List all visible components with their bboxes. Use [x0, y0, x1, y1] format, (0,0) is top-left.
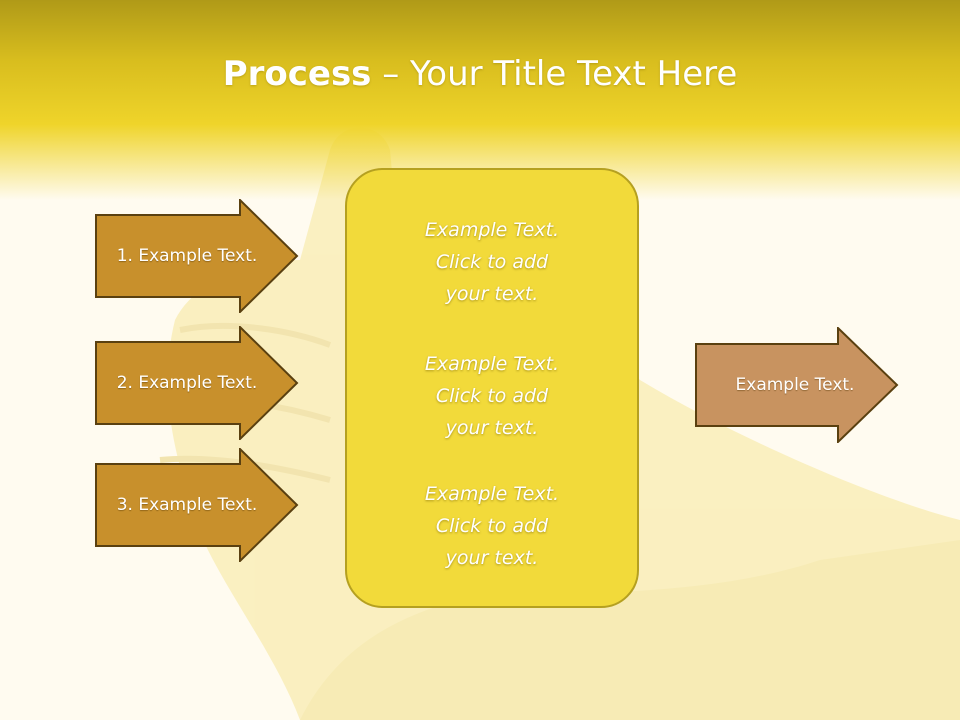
left-arrow-label: 2. Example Text.	[116, 373, 258, 393]
block-line: Example Text.	[424, 353, 560, 375]
title-bold: Process	[222, 54, 372, 94]
block-line: your text.	[445, 417, 539, 439]
block-line: Click to add	[435, 385, 549, 407]
left-arrow-3[interactable]: 3. Example Text.	[95, 448, 299, 562]
block-line: Click to add	[435, 515, 549, 537]
block-line: Example Text.	[424, 219, 560, 241]
left-arrow-2[interactable]: 2. Example Text.	[95, 326, 299, 440]
left-arrow-label: 3. Example Text.	[116, 495, 258, 515]
title-rest: – Your Title Text Here	[371, 54, 738, 94]
header-band	[0, 0, 960, 200]
center-text-block-3[interactable]: Example Text. Click to add your text.	[347, 478, 637, 574]
block-line: your text.	[445, 547, 539, 569]
right-arrow[interactable]: Example Text.	[695, 327, 899, 443]
left-arrow-1[interactable]: 1. Example Text.	[95, 199, 299, 313]
block-line: Example Text.	[424, 483, 560, 505]
center-text-block-1[interactable]: Example Text. Click to add your text.	[347, 214, 637, 310]
slide-title[interactable]: Process – Your Title Text Here	[0, 52, 960, 96]
right-arrow-label: Example Text.	[735, 375, 855, 395]
center-text-block-2[interactable]: Example Text. Click to add your text.	[347, 348, 637, 444]
block-line: Click to add	[435, 251, 549, 273]
center-text-box[interactable]: Example Text. Click to add your text. Ex…	[345, 168, 639, 608]
block-line: your text.	[445, 283, 539, 305]
left-arrow-label: 1. Example Text.	[116, 246, 258, 266]
